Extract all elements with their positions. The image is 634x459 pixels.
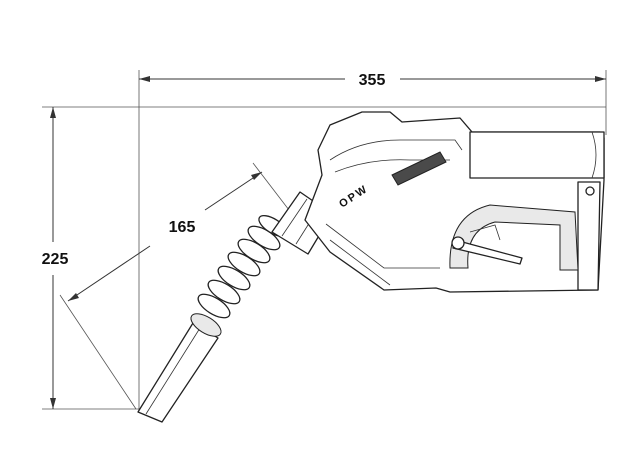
spout-dimension-line-lower	[67, 245, 151, 302]
lever-latch	[391, 151, 447, 186]
spout-arrow-upper	[251, 172, 262, 180]
width-label: 355	[359, 72, 386, 89]
spout-tube	[137, 322, 219, 423]
spout-tip-ring	[190, 313, 222, 337]
height-label: 225	[42, 251, 69, 268]
height-arrow-top	[50, 107, 56, 118]
spout-extension-upper	[252, 162, 290, 211]
spout-label: 165	[169, 219, 196, 236]
fuel-nozzle-illustration: OPW	[137, 111, 605, 423]
height-arrow-bottom	[50, 398, 56, 409]
width-arrow-left	[139, 76, 150, 82]
spout-dimension-line-upper	[204, 171, 263, 211]
width-dimension: 355	[138, 70, 607, 410]
spout-spring	[197, 214, 288, 319]
height-dimension: 225	[42, 106, 606, 410]
guard-plate	[577, 181, 601, 291]
body-front-cylinder	[469, 131, 605, 179]
guard-screw	[585, 186, 595, 196]
spout-arrow-lower	[68, 293, 79, 301]
width-arrow-right	[595, 76, 606, 82]
spout-dimension: 165	[59, 162, 290, 410]
trigger-pivot	[451, 236, 465, 250]
spout-extension-lower	[59, 294, 137, 410]
